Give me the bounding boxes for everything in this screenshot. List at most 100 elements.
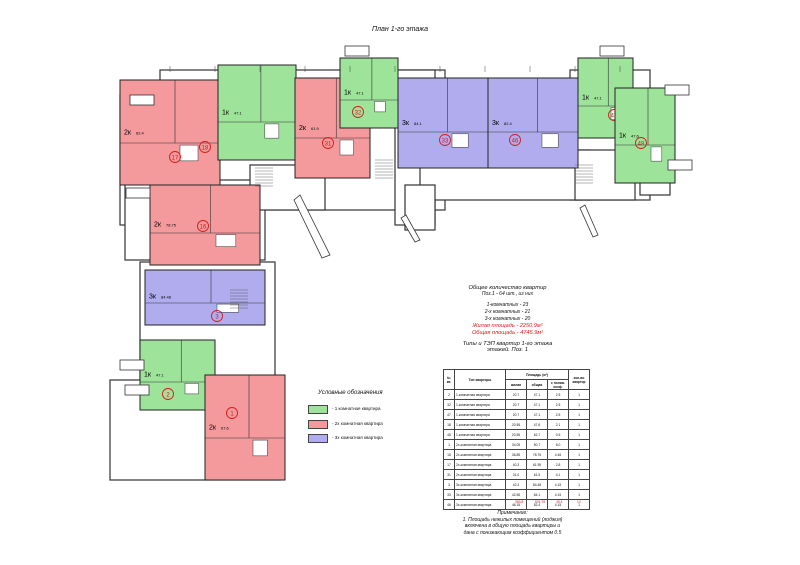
tep-cell: 42.3 <box>505 479 527 490</box>
apartment-number: 18 <box>202 145 209 151</box>
tep-header-type: Тип квартиры <box>454 369 506 390</box>
balcony <box>344 45 370 57</box>
notes-line-2: включена в общую площадь квартиры и <box>464 523 561 529</box>
tep-cell: 47.1 <box>526 409 548 420</box>
tep-cell: 2.5 <box>547 409 569 420</box>
summary-pos: Поз.1 - 64 шт., из них <box>481 291 534 297</box>
tep-cell: 3х-комнатная квартира <box>454 489 506 500</box>
apartment-type-label: 3к <box>492 120 500 127</box>
table-title: Типы и ТЭП квартир 1-го этажа <box>462 341 553 347</box>
apartment-46 <box>487 77 579 169</box>
apartment-number: 1 <box>230 411 234 417</box>
tep-cell: 47 <box>443 409 455 420</box>
tep-cell: 20.7 <box>505 399 527 410</box>
apartment-number: 2 <box>166 392 170 398</box>
tep-cell: 31 <box>443 469 455 480</box>
tep-cell: 2х-комнатная квартира <box>454 439 506 450</box>
legend-title: Условные обозначения <box>318 390 383 396</box>
apartment-type-label: 1к <box>582 95 590 102</box>
tep-cell: 1-комнатная квартира <box>454 419 506 430</box>
apartment-1 <box>204 374 286 481</box>
tep-cell: 84.48 <box>526 479 548 490</box>
apartment-area-label: 84.48 <box>161 295 172 300</box>
total-living: 363.8 <box>515 500 524 504</box>
notes: Примечание: 1. Площадь нежилых помещений… <box>430 510 595 536</box>
plan-title: План 1-го этажа <box>372 26 428 33</box>
entrance-ramp <box>579 204 599 238</box>
tep-cell: 4.15 <box>547 479 569 490</box>
apartment-area-label: 47.6 <box>631 133 640 138</box>
apartment-number: 46 <box>512 138 519 144</box>
tep-cell: 16 <box>443 449 455 460</box>
tep-cell: 1 <box>568 449 590 460</box>
tep-cell: 34.05 <box>505 439 527 450</box>
tep-cell: 2.5 <box>547 389 569 400</box>
balcony <box>129 94 155 106</box>
apartment-number-badge <box>199 141 211 153</box>
legend-one-room: - 1 комнатная квартира <box>308 405 418 414</box>
tep-cell: 18 <box>443 419 455 430</box>
tep-cell: 2х-комнатная квартира <box>454 459 506 470</box>
tep-cell: 42.55 <box>505 489 527 500</box>
tep-header-reduced: с пониж. коэф. <box>547 379 569 390</box>
tep-cell: 4.15 <box>547 489 569 500</box>
legend-swatch-three-room <box>308 434 328 443</box>
legend-three-room: - 3х комнатная квартира <box>308 434 418 443</box>
apartment-48 <box>614 87 676 184</box>
summary-total-area: Общая площадь - 4745.9м² <box>471 330 544 336</box>
tep-cell: 20.7 <box>505 409 527 420</box>
apartment-2 <box>139 339 216 411</box>
tep-cell: 0.5 <box>547 429 569 440</box>
tep-cell: 1 <box>568 419 590 430</box>
bathroom-cell <box>184 383 199 395</box>
notes-line-3: дана с понижающим коэффициентом 0.5 <box>463 529 562 536</box>
apartment-number-badge <box>352 106 364 118</box>
apartment-33 <box>397 77 489 169</box>
apartment-area-label: 82.4 <box>504 121 513 126</box>
tep-cell: 31.0 <box>505 469 527 480</box>
tep-cell: 1 <box>568 459 590 470</box>
apartment-18 <box>217 64 297 161</box>
tep-cell: 61.95 <box>526 459 548 470</box>
apartment-area-label: 62.4 <box>136 131 145 136</box>
balcony <box>599 45 625 57</box>
bathroom-cell <box>339 139 354 156</box>
entrance-ramp <box>400 214 421 243</box>
tep-cell: 46 <box>443 499 455 510</box>
apartment-number: 31 <box>325 141 332 147</box>
balcony <box>667 159 693 171</box>
entrance-ramp <box>293 194 331 259</box>
legend-swatch-one-room <box>308 405 328 414</box>
apartment-number: 33 <box>442 138 449 144</box>
notes-line-1: 1. Площадь нежилых помещений (лоджия) <box>462 516 563 523</box>
apartment-type-label: 2к <box>209 425 217 432</box>
apartment-area-label: 47.1 <box>356 90 365 95</box>
tep-cell: 4.1 <box>547 469 569 480</box>
legend-two-room: - 2х комнатная квартира <box>308 420 418 429</box>
bathroom-cell <box>541 133 559 148</box>
total-count: 12 <box>577 500 581 504</box>
legend-label-one-room: - 1 комнатная квартира <box>332 406 381 411</box>
apartment-number-badge <box>226 407 238 419</box>
tep-cell: 40.3 <box>505 459 527 470</box>
tep-cell: 1 <box>568 439 590 450</box>
tep-cell: 47.6 <box>526 419 548 430</box>
total-area: 801.75 <box>535 500 546 504</box>
tep-cell: 2.8 <box>547 459 569 470</box>
apartment-area-label: 47.1 <box>594 96 603 101</box>
tep-cell: 1 <box>568 409 590 420</box>
tep-cell: 1 <box>443 439 455 450</box>
apartment-number-badge <box>197 220 209 232</box>
legend-label-three-room: - 3х комнатная квартира <box>332 435 383 440</box>
bathroom-cell <box>374 101 386 113</box>
apartment-area-label: 78.75 <box>166 223 177 228</box>
balcony <box>125 187 151 199</box>
apartment-number-badge <box>509 134 521 146</box>
legend-swatch-two-room <box>308 420 328 429</box>
